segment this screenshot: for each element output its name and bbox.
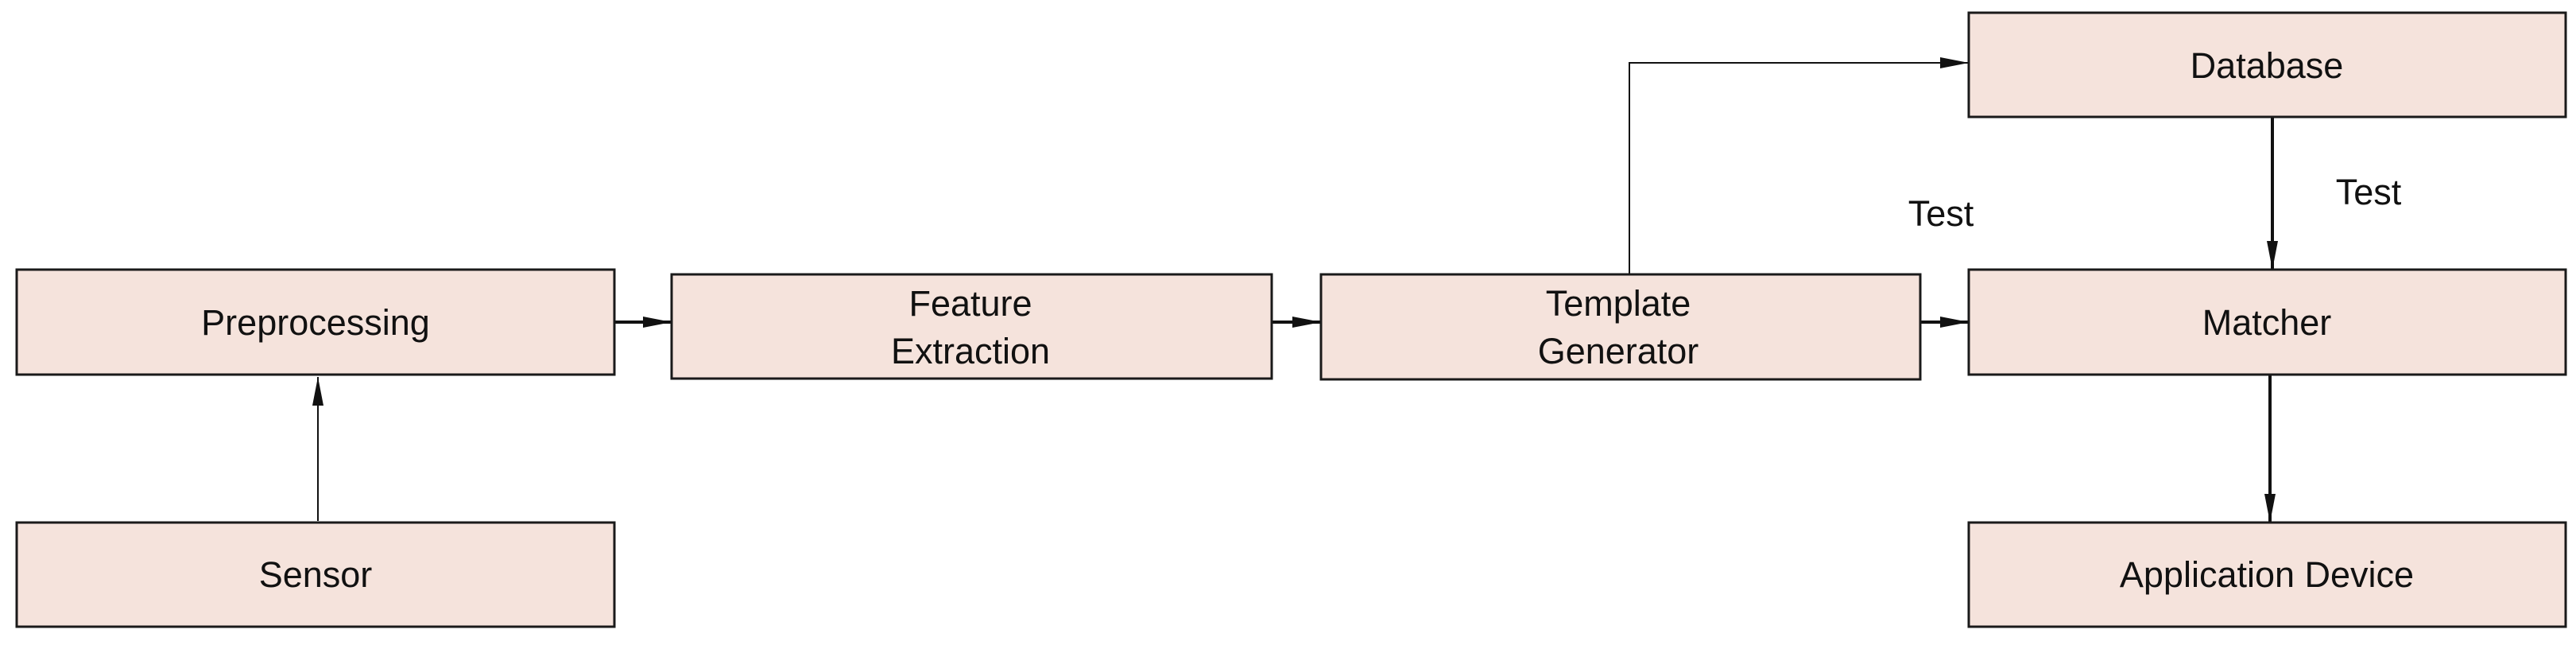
node-sensor: Sensor — [15, 521, 616, 628]
edges — [312, 57, 2278, 523]
node-database-label: Database — [2191, 45, 2344, 86]
node-matcher: Matcher — [1967, 268, 2567, 376]
node-template-generator: Template Generator — [1319, 273, 1922, 381]
node-template-generator-label-line-1: Template — [1546, 283, 1691, 324]
node-matcher-box — [1967, 268, 2567, 376]
label-test-database-to-matcher: Test — [2336, 172, 2402, 212]
node-preprocessing: Preprocessing — [15, 268, 616, 376]
label-test-left: Test — [1908, 193, 1974, 234]
node-database-box — [1967, 11, 2567, 119]
node-feature-extraction-label-line-2: Extraction — [891, 331, 1050, 371]
node-matcher-label: Matcher — [2202, 302, 2332, 343]
node-sensor-label: Sensor — [259, 554, 373, 595]
node-application-device-box — [1967, 521, 2567, 628]
node-feature-extraction-box — [670, 273, 1273, 380]
node-sensor-box — [15, 521, 616, 628]
node-template-generator-label-line-2: Generator — [1538, 331, 1699, 371]
node-feature-extraction: Feature Extraction — [670, 273, 1273, 380]
edge-template-generator-to-database — [1629, 57, 1969, 274]
node-preprocessing-box — [15, 268, 616, 376]
node-database: Database — [1967, 11, 2567, 119]
node-preprocessing-label: Preprocessing — [201, 302, 430, 343]
node-template-generator-box — [1319, 273, 1922, 381]
node-feature-extraction-label-line-1: Feature — [908, 283, 1032, 324]
node-application-device: Application Device — [1967, 521, 2567, 628]
node-application-device-label: Application Device — [2120, 554, 2414, 595]
